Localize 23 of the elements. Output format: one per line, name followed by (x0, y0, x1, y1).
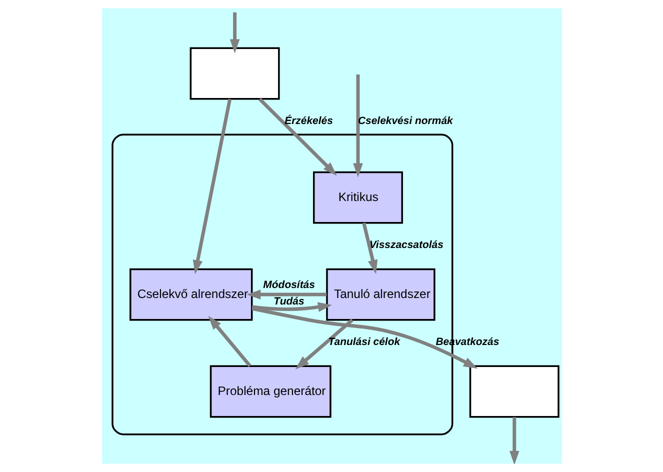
arrow (294, 318, 353, 370)
arrow (352, 74, 362, 178)
edge-label: Érzékelés (284, 116, 332, 127)
arrow (246, 290, 326, 300)
arrow (229, 12, 240, 54)
arrow (192, 98, 232, 274)
arrow (208, 316, 251, 367)
arrow (251, 306, 478, 369)
arrow (251, 302, 332, 312)
node-box: Tanuló alrendszer (326, 268, 435, 321)
node-box: Kritikus (312, 171, 402, 224)
node-box (189, 47, 280, 100)
edge-label: Tudás (273, 296, 304, 308)
arrow (258, 98, 336, 176)
edge-label: Módosítás (262, 280, 314, 292)
arrow (508, 417, 519, 464)
node-box: Cselekvő alrendszer (129, 268, 252, 321)
edge-label: Tanulási célok (328, 336, 400, 348)
node-box (468, 365, 559, 418)
edge-label: Cselekvési normák (357, 116, 452, 127)
edge-label: Visszacsatolás (368, 240, 443, 251)
node-box: Probléma generátor (209, 365, 331, 418)
arrow (362, 222, 378, 274)
